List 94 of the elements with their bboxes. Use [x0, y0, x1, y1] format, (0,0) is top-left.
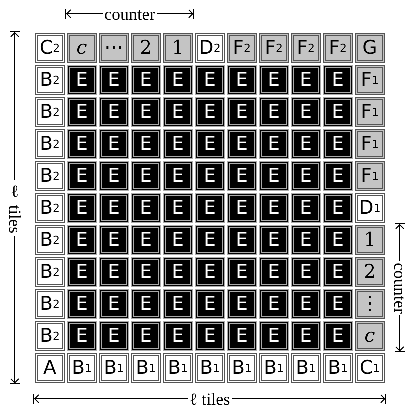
tile: E	[163, 193, 193, 223]
tile: E	[323, 97, 353, 127]
tile: E	[259, 257, 289, 287]
tile: E	[291, 65, 321, 95]
tile: E	[131, 65, 161, 95]
tile: 2	[131, 33, 161, 63]
tile: E	[163, 225, 193, 255]
tile: E	[195, 257, 225, 287]
tile: E	[259, 65, 289, 95]
tile: E	[67, 161, 97, 191]
tile: E	[195, 97, 225, 127]
tile: E	[131, 321, 161, 351]
tile: E	[259, 289, 289, 319]
tile: E	[323, 289, 353, 319]
tile: E	[323, 193, 353, 223]
tile: E	[323, 65, 353, 95]
tile: E	[259, 97, 289, 127]
tile: E	[163, 129, 193, 159]
tile: E	[195, 129, 225, 159]
tile: E	[227, 129, 257, 159]
tile: E	[227, 65, 257, 95]
tile: E	[195, 321, 225, 351]
tile: c	[67, 33, 97, 63]
dimension-label: ℓ tiles	[6, 180, 24, 236]
tile: E	[163, 289, 193, 319]
tile: E	[323, 129, 353, 159]
tile: E	[259, 129, 289, 159]
tile: E	[227, 321, 257, 351]
tile: E	[131, 193, 161, 223]
tile: E	[227, 161, 257, 191]
tile: E	[227, 257, 257, 287]
tile: E	[227, 225, 257, 255]
tile: E	[195, 225, 225, 255]
tile: E	[99, 193, 129, 223]
tile: E	[163, 97, 193, 127]
tile: E	[67, 321, 97, 351]
tile: E	[291, 129, 321, 159]
tile: E	[259, 225, 289, 255]
tile: E	[291, 225, 321, 255]
tile: E	[259, 193, 289, 223]
tile: E	[227, 289, 257, 319]
tile: E	[131, 161, 161, 191]
tile: E	[291, 193, 321, 223]
tile: E	[163, 161, 193, 191]
tile: E	[67, 129, 97, 159]
tile: E	[67, 193, 97, 223]
tile: E	[99, 161, 129, 191]
tile: E	[291, 321, 321, 351]
tile: E	[163, 321, 193, 351]
tile: 2	[355, 257, 385, 287]
tile: E	[99, 289, 129, 319]
tile: E	[131, 257, 161, 287]
tile: 1	[355, 225, 385, 255]
tile: 1	[163, 33, 193, 63]
tile: E	[323, 225, 353, 255]
tile: E	[227, 97, 257, 127]
tile: E	[195, 161, 225, 191]
tile: E	[131, 97, 161, 127]
dimension-label: ℓ tiles	[188, 390, 232, 408]
tile: E	[259, 321, 289, 351]
tile: E	[163, 65, 193, 95]
tile: A	[35, 353, 65, 383]
tile: E	[195, 289, 225, 319]
tile: E	[291, 97, 321, 127]
tile: E	[227, 193, 257, 223]
tile: E	[131, 225, 161, 255]
tile: E	[99, 321, 129, 351]
tile: ⋮	[355, 289, 385, 319]
tile: E	[291, 161, 321, 191]
tile: E	[99, 65, 129, 95]
tile: E	[99, 97, 129, 127]
tile: E	[99, 225, 129, 255]
tile: E	[195, 65, 225, 95]
tile: E	[163, 257, 193, 287]
tile: E	[131, 129, 161, 159]
tile: E	[291, 289, 321, 319]
dimension-label: counter	[392, 260, 407, 316]
tile: E	[323, 321, 353, 351]
tile: E	[323, 161, 353, 191]
tile: E	[291, 257, 321, 287]
tile: ⋯	[99, 33, 129, 63]
tile: E	[131, 289, 161, 319]
tile: E	[67, 97, 97, 127]
tile: E	[67, 289, 97, 319]
tile: E	[195, 193, 225, 223]
tile: c	[355, 321, 385, 351]
tile: G	[355, 33, 385, 63]
tile: E	[67, 65, 97, 95]
tile: E	[67, 225, 97, 255]
tile: E	[99, 257, 129, 287]
tile: E	[99, 129, 129, 159]
tile: E	[67, 257, 97, 287]
tile: E	[259, 161, 289, 191]
tile: E	[323, 257, 353, 287]
